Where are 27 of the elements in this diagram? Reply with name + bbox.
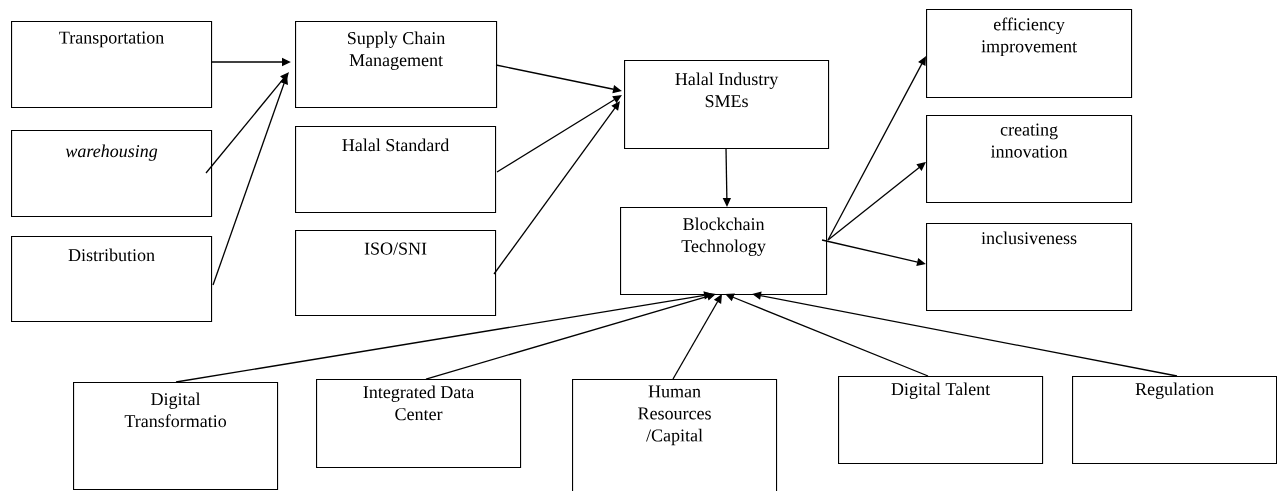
arrow [752, 291, 1178, 377]
arrow [495, 64, 622, 94]
process-box: Blockchain Technology [620, 207, 828, 296]
process-box: Distribution [11, 236, 213, 323]
arrow [496, 95, 622, 173]
process-box: Integrated Data Center [316, 379, 522, 469]
process-box: inclusiveness [926, 223, 1133, 312]
process-box: warehousing [11, 130, 213, 218]
arrow [425, 292, 716, 380]
process-box: Human Resources /Capital [572, 379, 778, 491]
process-box: creating innovation [926, 115, 1133, 204]
arrow [827, 56, 926, 241]
process-box: Digital Talent [838, 376, 1044, 465]
process-box: ISO/SNI [295, 230, 497, 317]
arrow [827, 162, 926, 241]
process-box: Halal Industry SMEs [624, 60, 830, 150]
arrow [212, 75, 288, 286]
arrow [725, 293, 929, 377]
process-box: Supply Chain Management [295, 21, 498, 109]
process-box: Halal Standard [295, 126, 497, 214]
process-box: Transportation [11, 21, 213, 109]
process-box: Regulation [1072, 376, 1277, 465]
process-box: Digital Transformatio [73, 382, 279, 491]
process-box: efficiency improvement [926, 9, 1133, 99]
arrow [493, 101, 620, 275]
arrow [672, 294, 722, 380]
arrow [205, 72, 289, 174]
